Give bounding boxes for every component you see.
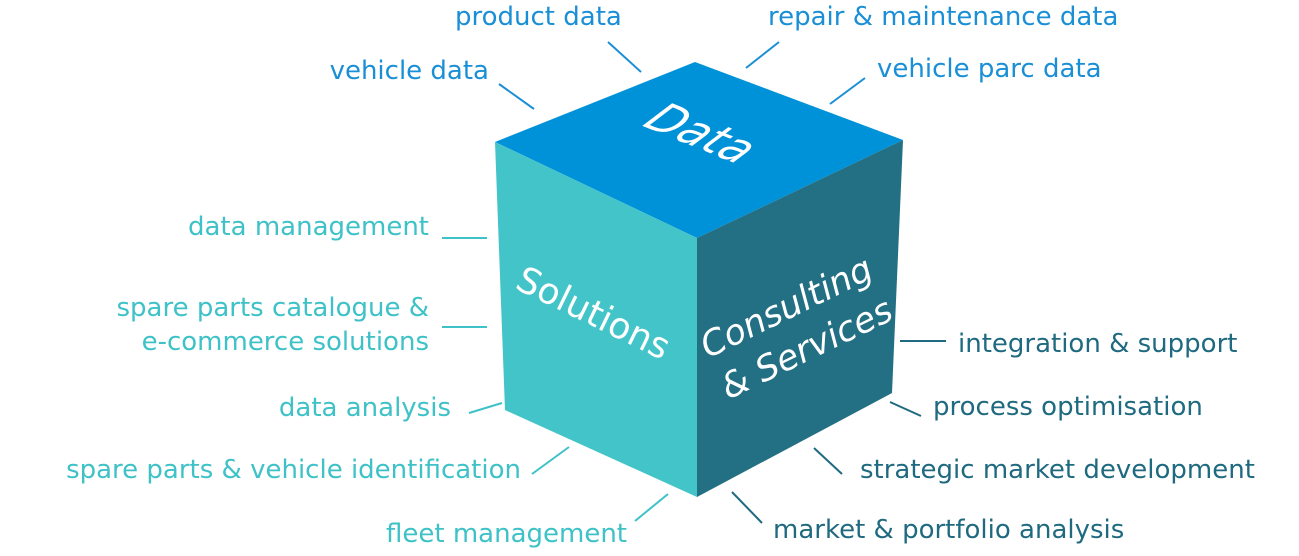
label-integration-support: integration & support	[958, 329, 1238, 359]
label-data-management: data management	[188, 212, 429, 242]
service-connectors	[731, 340, 946, 524]
connector-repair	[745, 41, 780, 69]
connector-portfolio	[731, 491, 763, 524]
label-spare-parts-identification: spare parts & vehicle identification	[66, 455, 521, 485]
label-vehicle-parc-data: vehicle parc data	[877, 54, 1102, 84]
connector-product	[607, 41, 642, 73]
label-data-analysis: data analysis	[278, 393, 451, 423]
cube-top-face	[495, 62, 903, 238]
solution-connectors	[442, 237, 669, 522]
data-connectors	[498, 41, 866, 110]
connector-identification	[531, 446, 570, 475]
connector-strategic	[813, 447, 843, 475]
label-product-data: product data	[455, 2, 622, 32]
label-catalogue-line1: spare parts catalogue &	[116, 293, 430, 323]
connector-process	[889, 401, 922, 417]
label-repair-maintenance-data: repair & maintenance data	[768, 2, 1119, 32]
connector-vehicle	[498, 83, 535, 110]
label-strategic-market-development: strategic market development	[860, 455, 1255, 485]
connector-parc	[829, 77, 866, 105]
label-fleet-management: fleet management	[386, 519, 627, 549]
connector-fleet	[634, 493, 669, 522]
label-catalogue-line2: e-commerce solutions	[141, 327, 429, 357]
cube-right-face	[697, 140, 903, 497]
label-process-optimisation: process optimisation	[933, 392, 1203, 422]
label-market-portfolio-analysis: market & portfolio analysis	[773, 515, 1125, 545]
label-vehicle-data: vehicle data	[329, 56, 489, 86]
cube-left-face	[495, 142, 697, 497]
connector-analysis	[468, 402, 503, 414]
